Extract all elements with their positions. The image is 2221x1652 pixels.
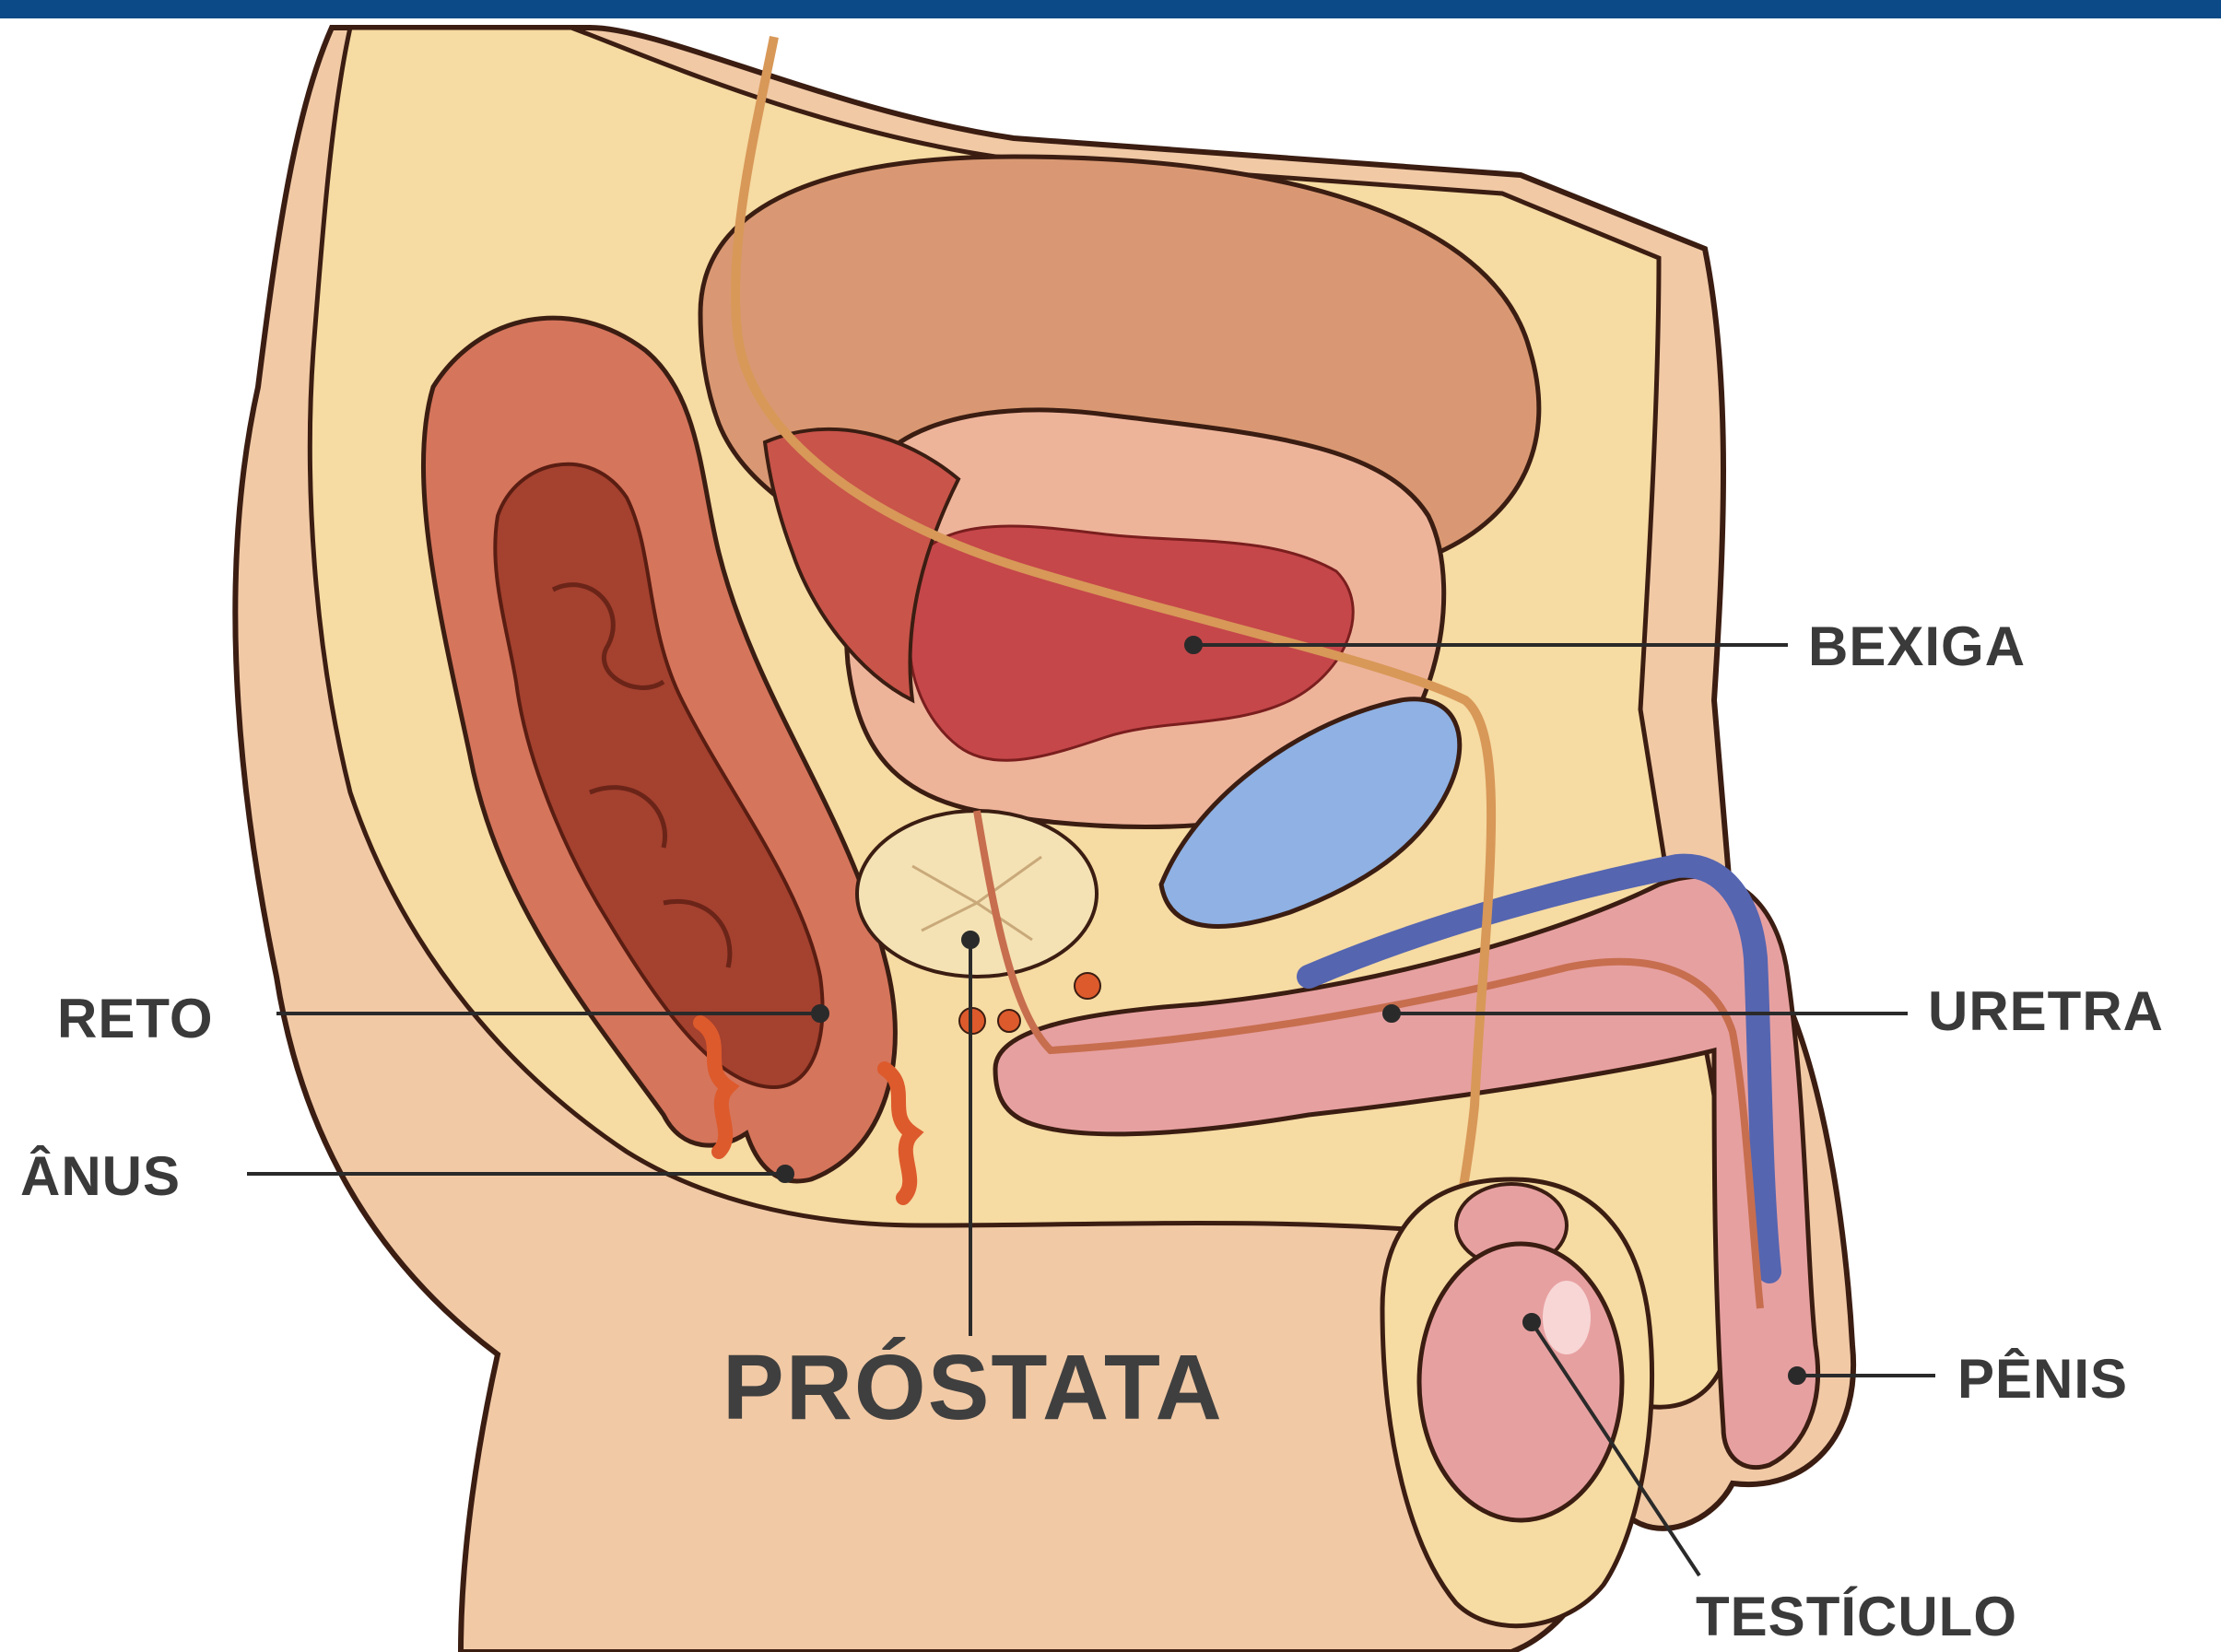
leader-bexiga-dot <box>1186 638 1201 652</box>
prostate <box>857 811 1097 977</box>
gland <box>998 1010 1020 1032</box>
testicle <box>1419 1244 1622 1520</box>
label-penis: PÊNIS <box>1957 1352 2128 1407</box>
leader-penis-dot <box>1790 1368 1804 1383</box>
label-uretra: URETRA <box>1928 984 2164 1039</box>
leader-reto-dot <box>813 1006 828 1021</box>
leader-prostata-dot <box>963 932 978 947</box>
label-prostata: PRÓSTATA <box>723 1342 1224 1434</box>
leader-anus-dot <box>778 1166 793 1181</box>
gland <box>1075 973 1100 999</box>
testicle-highlight <box>1543 1281 1591 1354</box>
label-anus: ÂNUS <box>20 1149 181 1204</box>
label-reto: RETO <box>57 991 214 1047</box>
top-bar <box>0 0 2221 18</box>
label-bexiga: BEXIGA <box>1808 619 2026 674</box>
leader-testiculo-dot <box>1524 1315 1539 1330</box>
label-testiculo: TESTÍCULO <box>1696 1589 2017 1645</box>
leader-uretra-dot <box>1384 1006 1399 1021</box>
